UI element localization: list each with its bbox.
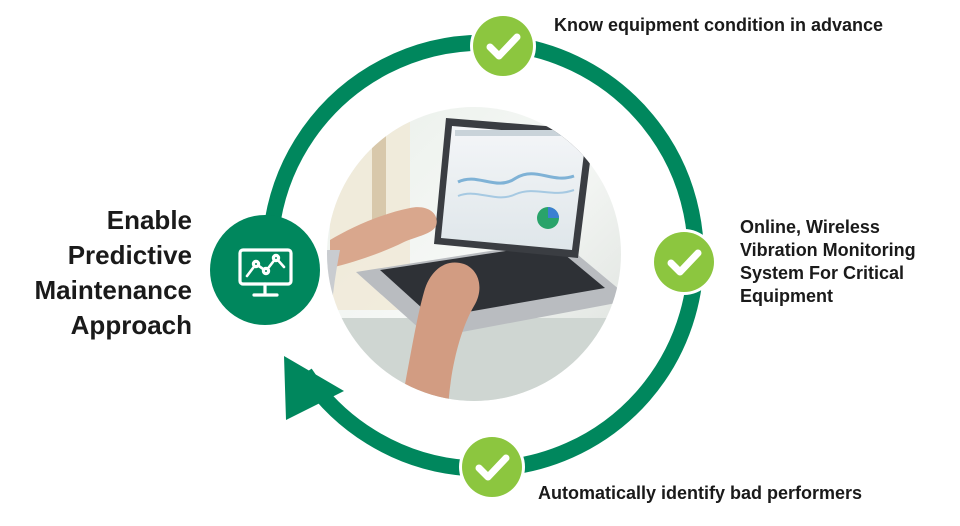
laptop-analytics-photo bbox=[324, 104, 624, 404]
benefit-top-label: Know equipment condition in advance bbox=[554, 15, 884, 35]
title-line: Maintenance bbox=[34, 275, 193, 305]
benefit-right-label: Online, Wireless Vibration Monitoring Sy… bbox=[740, 216, 916, 308]
check-badge-right bbox=[651, 229, 717, 295]
title-line: Enable bbox=[106, 205, 192, 235]
approach-title: Enable Predictive Maintenance Approach bbox=[0, 203, 193, 343]
checkmark-icon bbox=[667, 249, 702, 276]
checkmark-icon bbox=[486, 33, 521, 60]
monitor-line-chart-icon bbox=[238, 248, 293, 297]
benefit-right-line: System For Critical bbox=[740, 263, 905, 283]
arrow-head-icon bbox=[284, 356, 344, 420]
check-badge-bottom bbox=[459, 434, 525, 500]
checkmark-icon bbox=[475, 454, 510, 481]
benefit-right-line: Online, Wireless bbox=[740, 217, 880, 237]
benefit-right-line: Vibration Monitoring bbox=[740, 240, 916, 260]
title-line: Approach bbox=[70, 310, 192, 340]
benefit-bottom-label: Automatically identify bad performers bbox=[538, 483, 863, 503]
title-line: Predictive bbox=[67, 240, 192, 270]
check-badge-top bbox=[470, 13, 536, 79]
benefit-right-line: Equipment bbox=[740, 286, 833, 306]
